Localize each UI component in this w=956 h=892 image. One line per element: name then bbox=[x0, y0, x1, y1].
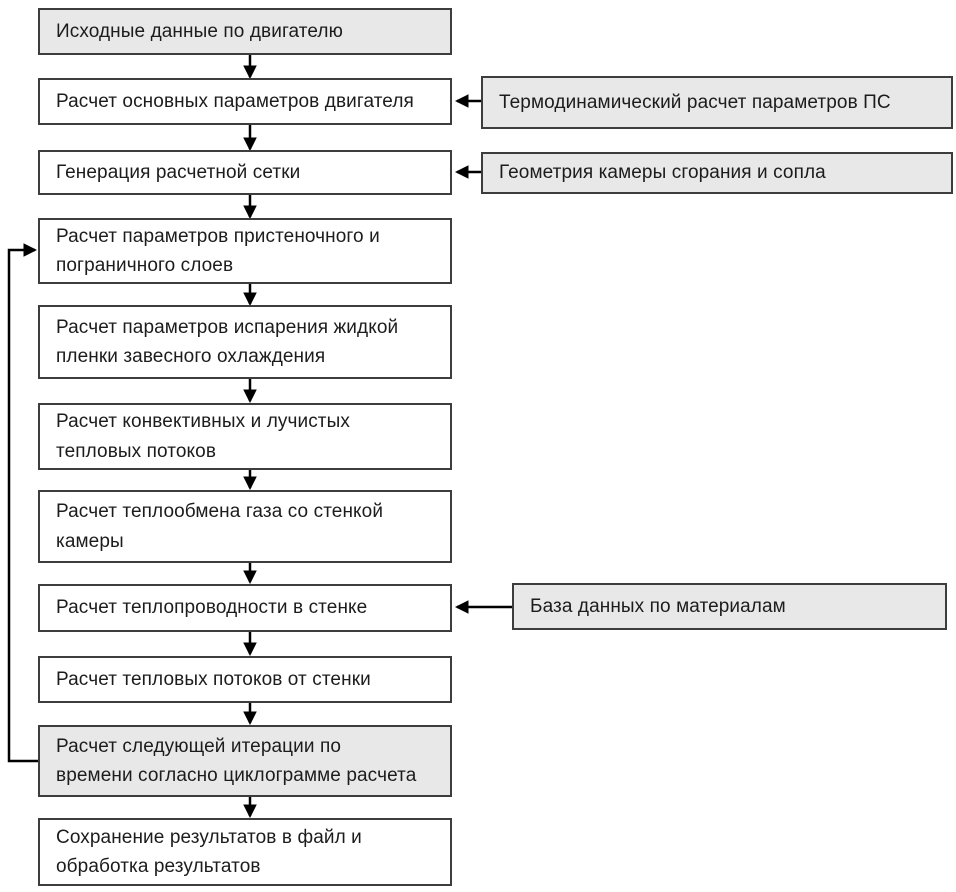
node-thermo-calc-label: Термодинамический расчет параметров ПС bbox=[499, 91, 891, 113]
node-main-engine-params: Расчет основных параметров двигателя bbox=[38, 78, 452, 125]
node-chamber-geometry: Геометрия камеры сгорания и сопла bbox=[481, 152, 953, 194]
node-thermo-calc: Термодинамический расчет параметров ПС bbox=[481, 76, 953, 129]
node-gas-wall-heat-exchange-label: Расчет теплообмена газа со стенкой камер… bbox=[56, 501, 384, 552]
node-wall-heat-flux: Расчет тепловых потоков от стенки bbox=[38, 656, 452, 703]
edge-feedback-loop bbox=[7, 243, 40, 763]
node-main-engine-params-label: Расчет основных параметров двигателя bbox=[56, 90, 414, 112]
node-wall-heat-flux-label: Расчет тепловых потоков от стенки bbox=[56, 668, 371, 690]
node-wall-conductivity: Расчет теплопроводности в стенке bbox=[38, 584, 452, 632]
node-materials-database-label: База данных по материалам bbox=[530, 595, 786, 617]
node-engine-input-data-label: Исходные данные по двигателю bbox=[56, 20, 343, 42]
node-save-results: Сохранение результатов в файл и обработк… bbox=[38, 818, 452, 886]
node-mesh-generation-label: Генерация расчетной сетки bbox=[56, 161, 301, 183]
node-materials-database: База данных по материалам bbox=[512, 583, 947, 630]
node-convective-radiant-flux-label: Расчет конвективных и лучистых тепловых … bbox=[56, 411, 350, 462]
node-chamber-geometry-label: Геометрия камеры сгорания и сопла bbox=[499, 162, 826, 184]
node-convective-radiant-flux: Расчет конвективных и лучистых тепловых … bbox=[38, 403, 452, 470]
node-film-evaporation: Расчет параметров испарения жидкой пленк… bbox=[38, 305, 452, 379]
node-save-results-label: Сохранение результатов в файл и обработк… bbox=[56, 826, 362, 877]
node-next-time-iteration-label: Расчет следующей итерации по времени сог… bbox=[56, 735, 417, 786]
node-film-evaporation-label: Расчет параметров испарения жидкой пленк… bbox=[56, 316, 399, 367]
node-wall-conductivity-label: Расчет теплопроводности в стенке bbox=[56, 597, 368, 619]
node-wall-boundary-layers-label: Расчет параметров пристеночного и погран… bbox=[56, 225, 380, 276]
node-gas-wall-heat-exchange: Расчет теплообмена газа со стенкой камер… bbox=[38, 490, 452, 563]
node-wall-boundary-layers: Расчет параметров пристеночного и погран… bbox=[38, 218, 452, 284]
node-engine-input-data: Исходные данные по двигателю bbox=[38, 8, 452, 55]
node-mesh-generation: Генерация расчетной сетки bbox=[38, 150, 452, 195]
node-next-time-iteration: Расчет следующей итерации по времени сог… bbox=[38, 725, 452, 797]
